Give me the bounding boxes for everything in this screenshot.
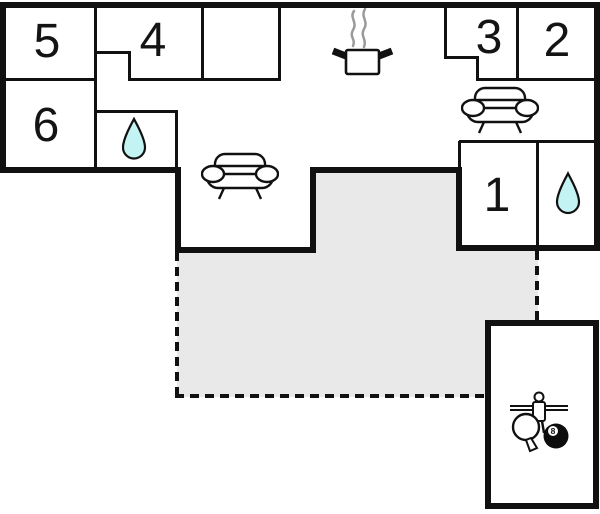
wall-room5-bottom bbox=[3, 78, 96, 81]
wall-rooms32-divider bbox=[516, 3, 519, 81]
room-2-label: 2 bbox=[543, 14, 571, 67]
wall-rooms56-right bbox=[94, 3, 97, 170]
wall-outer-left bbox=[0, 2, 6, 173]
wall-room3-notch-h bbox=[444, 56, 479, 59]
terrace-dashed-edge-left bbox=[175, 252, 179, 397]
sofa-icon bbox=[461, 86, 539, 134]
table-tennis-paddle-icon bbox=[511, 412, 541, 453]
wall-living-right bbox=[310, 167, 316, 253]
room-6-label: 6 bbox=[32, 99, 60, 152]
terrace-dashed-edge-right bbox=[535, 251, 539, 322]
billiard-8-ball-icon: 8 bbox=[543, 423, 569, 449]
terrace-dashed-edge-bottom bbox=[175, 394, 489, 398]
wall-room1-left-thin bbox=[458, 141, 461, 170]
wall-outer-step-left bbox=[175, 167, 181, 253]
wall-bath-left-top bbox=[94, 110, 178, 113]
wall-room1-left-thick bbox=[456, 167, 462, 251]
wall-room1-top bbox=[459, 140, 597, 143]
ball-number: 8 bbox=[551, 426, 556, 436]
wall-room3-notch-v bbox=[476, 56, 479, 81]
room-4-label: 4 bbox=[139, 14, 167, 67]
room-1-label: 1 bbox=[483, 169, 511, 222]
wall-room4-right bbox=[201, 3, 204, 81]
sofa-icon bbox=[201, 152, 279, 200]
game-icons: 8 bbox=[510, 391, 569, 453]
wall-room3-left bbox=[444, 3, 447, 59]
room-5-label: 5 bbox=[33, 15, 61, 68]
wall-terrace-top bbox=[310, 167, 462, 173]
wall-room4-bottom bbox=[128, 78, 281, 81]
cooking-pot-icon bbox=[331, 8, 394, 76]
wall-room1-bath-divider bbox=[536, 141, 539, 247]
wall-outer-bottom-left bbox=[0, 167, 181, 173]
wall-bath-left-right bbox=[175, 110, 178, 170]
wall-outer-bottom-right bbox=[456, 245, 600, 251]
wall-rooms32-bottom bbox=[476, 78, 597, 81]
wall-room4-notch-v bbox=[128, 51, 131, 81]
wall-room4-notch-h bbox=[94, 51, 131, 54]
room-3-label: 3 bbox=[475, 11, 503, 64]
wall-storage-right bbox=[278, 3, 281, 81]
wall-outer-top bbox=[0, 2, 600, 8]
game-room: 8 bbox=[485, 320, 599, 509]
water-drop-icon bbox=[555, 171, 581, 215]
water-drop-icon bbox=[121, 117, 147, 160]
wall-living-bottom bbox=[175, 247, 316, 253]
wall-outer-right bbox=[594, 2, 600, 251]
